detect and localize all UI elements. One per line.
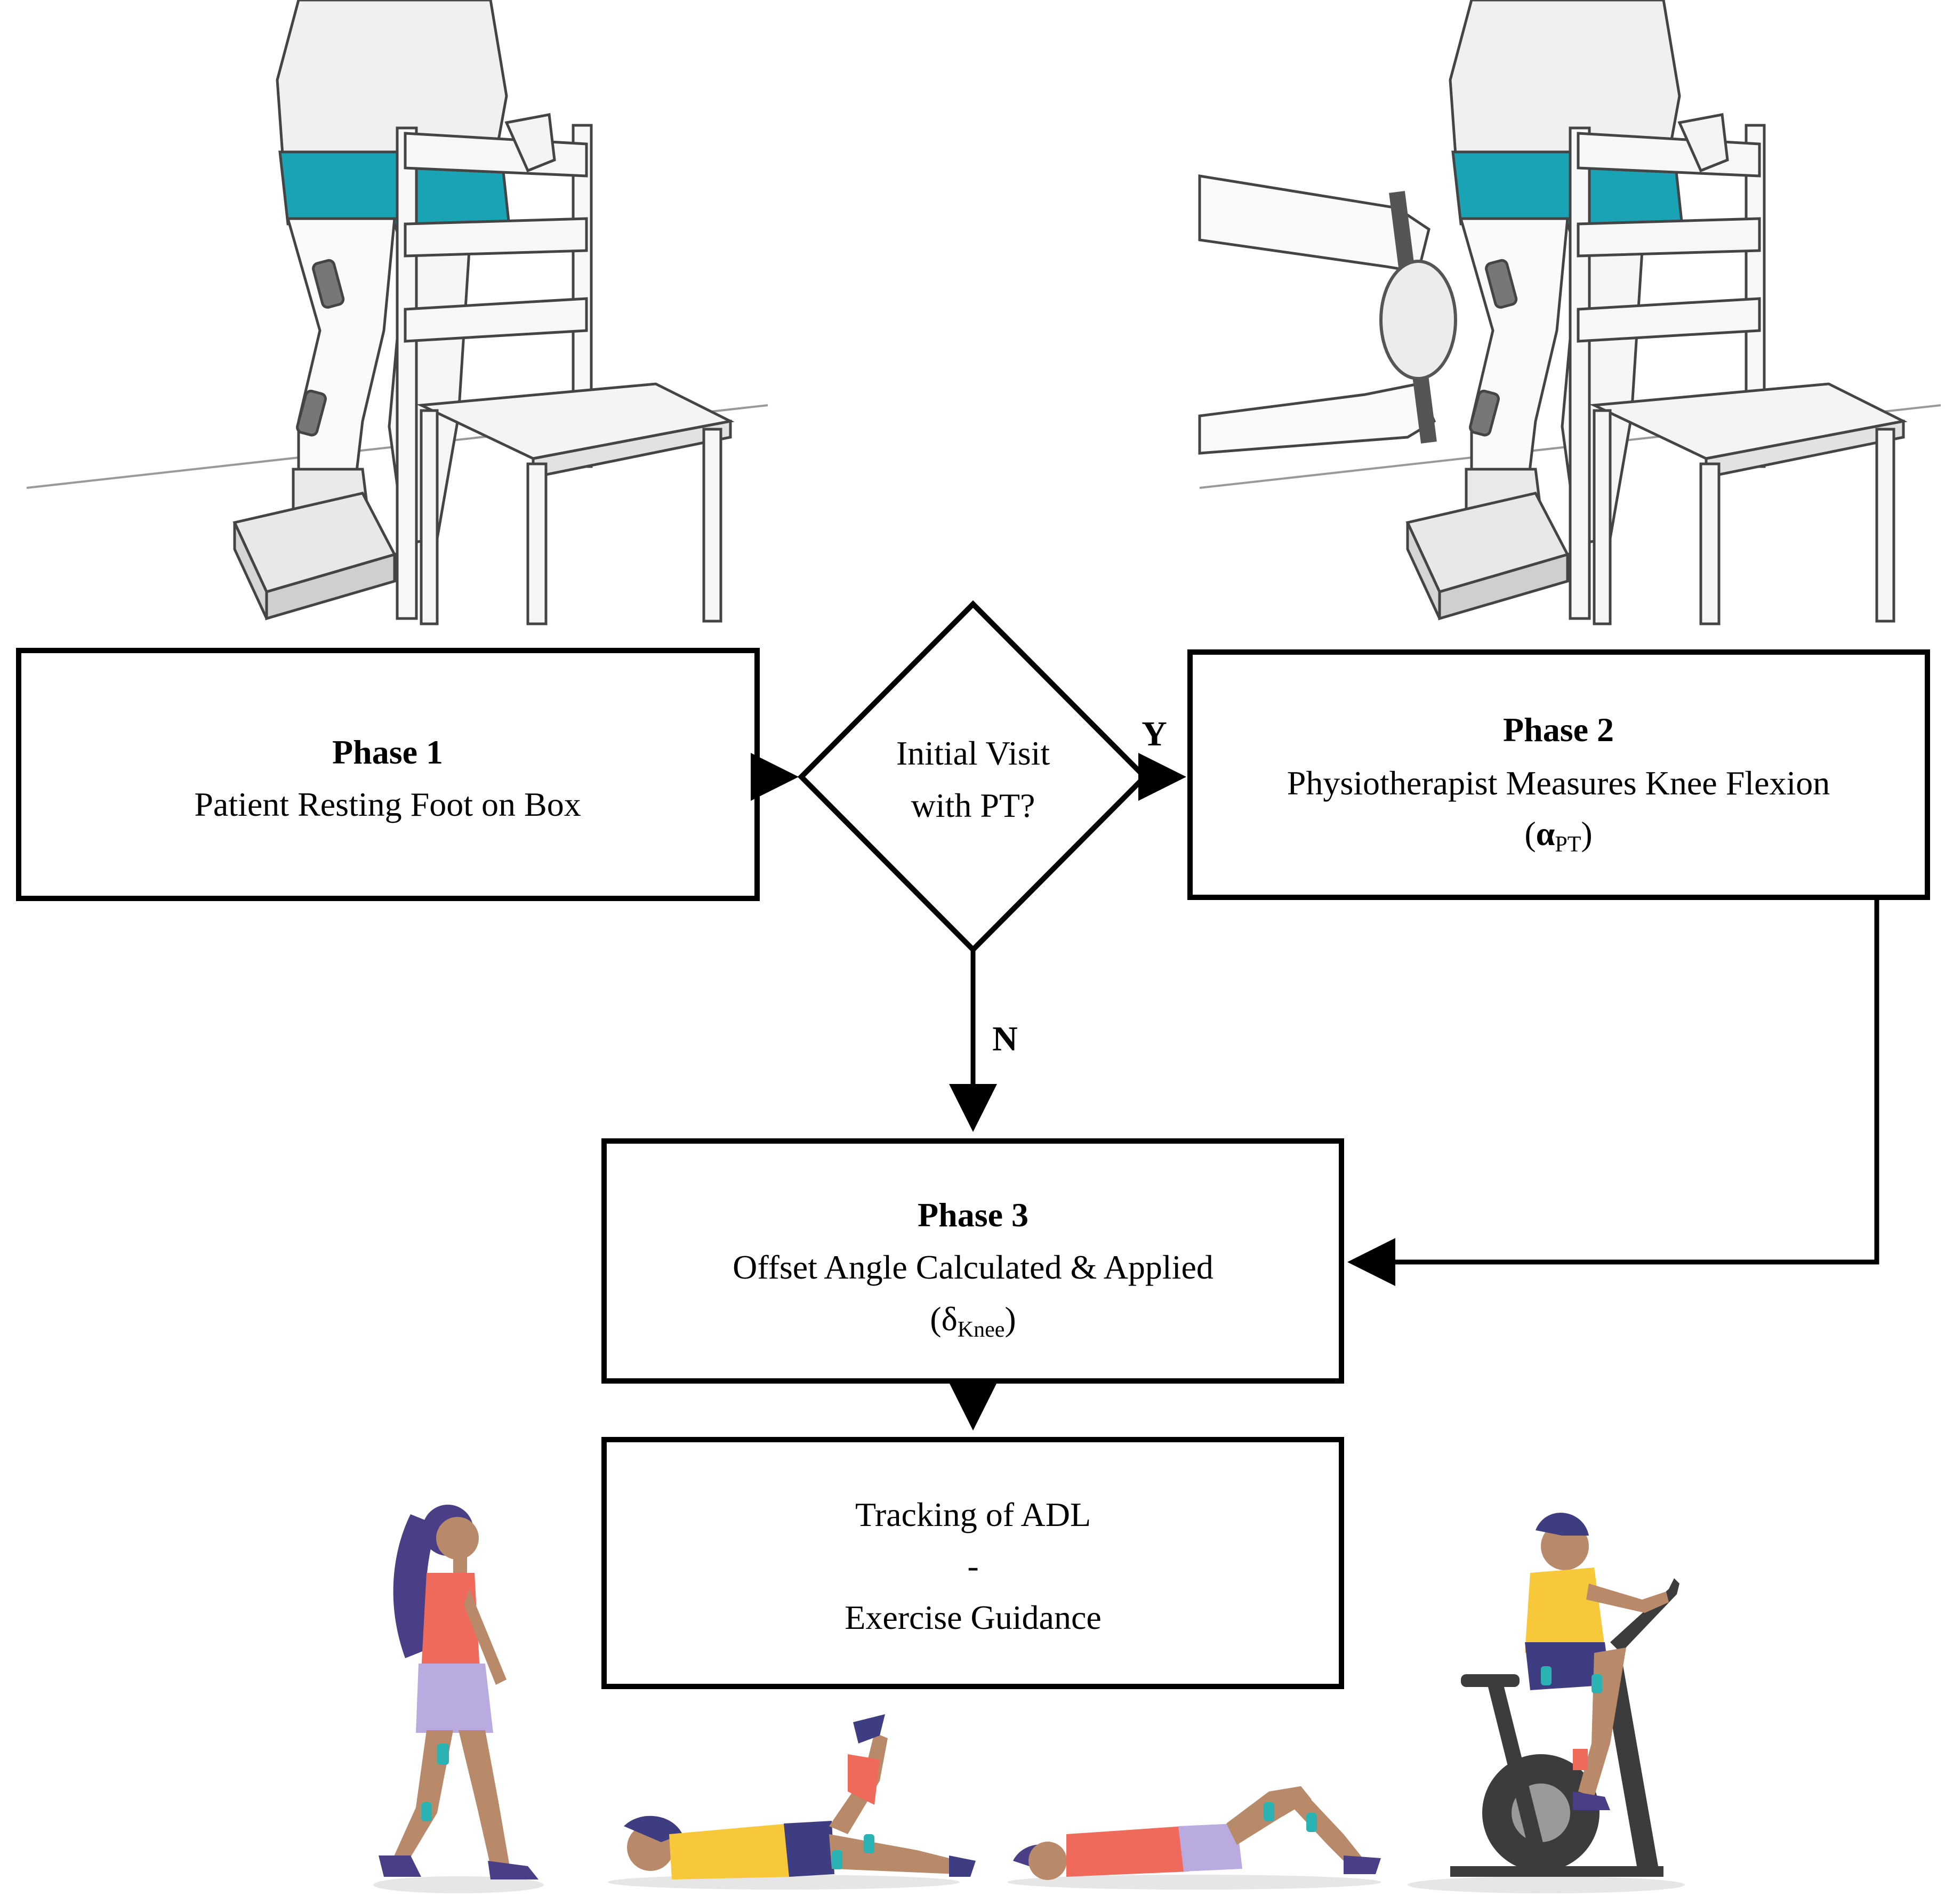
tracking-line-1: Tracking of ADL [855, 1496, 1091, 1533]
phase2-title: Phase 2 [1503, 711, 1614, 749]
alpha-subscript: PT [1555, 832, 1581, 857]
tracking-box: Tracking of ADL - Exercise Guidance [601, 1437, 1344, 1689]
phase1-box: Phase 1 Patient Resting Foot on Box [16, 648, 760, 901]
delta-symbol: δ [942, 1300, 958, 1338]
decision-diamond: Initial Visit with PT? [797, 600, 1149, 954]
phase2-illustration [1198, 0, 1941, 625]
walking-woman-illustration [373, 1505, 544, 1893]
decision-line-1: Initial Visit [896, 734, 1050, 772]
yes-label: Y [1142, 714, 1167, 753]
phase2-description: Physiotherapist Measures Knee Flexion [1287, 764, 1830, 802]
no-label: N [992, 1019, 1018, 1058]
phase2-box: Phase 2 Physiotherapist Measures Knee Fl… [1187, 649, 1930, 900]
phase1-title: Phase 1 [332, 733, 443, 771]
lying-man-illustration [608, 1714, 976, 1890]
phase3-title: Phase 3 [918, 1196, 1028, 1234]
phase3-description: Offset Angle Calculated & Applied [733, 1248, 1213, 1286]
decision-line-2: with PT? [911, 786, 1035, 824]
exercise-bike-illustration [1408, 1513, 1685, 1893]
arrow-phase2-to-phase3 [1347, 897, 1879, 1286]
phase1-description: Patient Resting Foot on Box [194, 785, 581, 823]
lying-woman-illustration [1008, 1786, 1381, 1890]
alpha-symbol: α [1536, 815, 1555, 853]
phase3-box: Phase 3 Offset Angle Calculated & Applie… [601, 1138, 1344, 1384]
tracking-line-3: Exercise Guidance [845, 1598, 1102, 1636]
tracking-separator: - [967, 1547, 978, 1585]
delta-subscript: Knee [958, 1317, 1005, 1342]
phase1-illustration [26, 0, 768, 625]
